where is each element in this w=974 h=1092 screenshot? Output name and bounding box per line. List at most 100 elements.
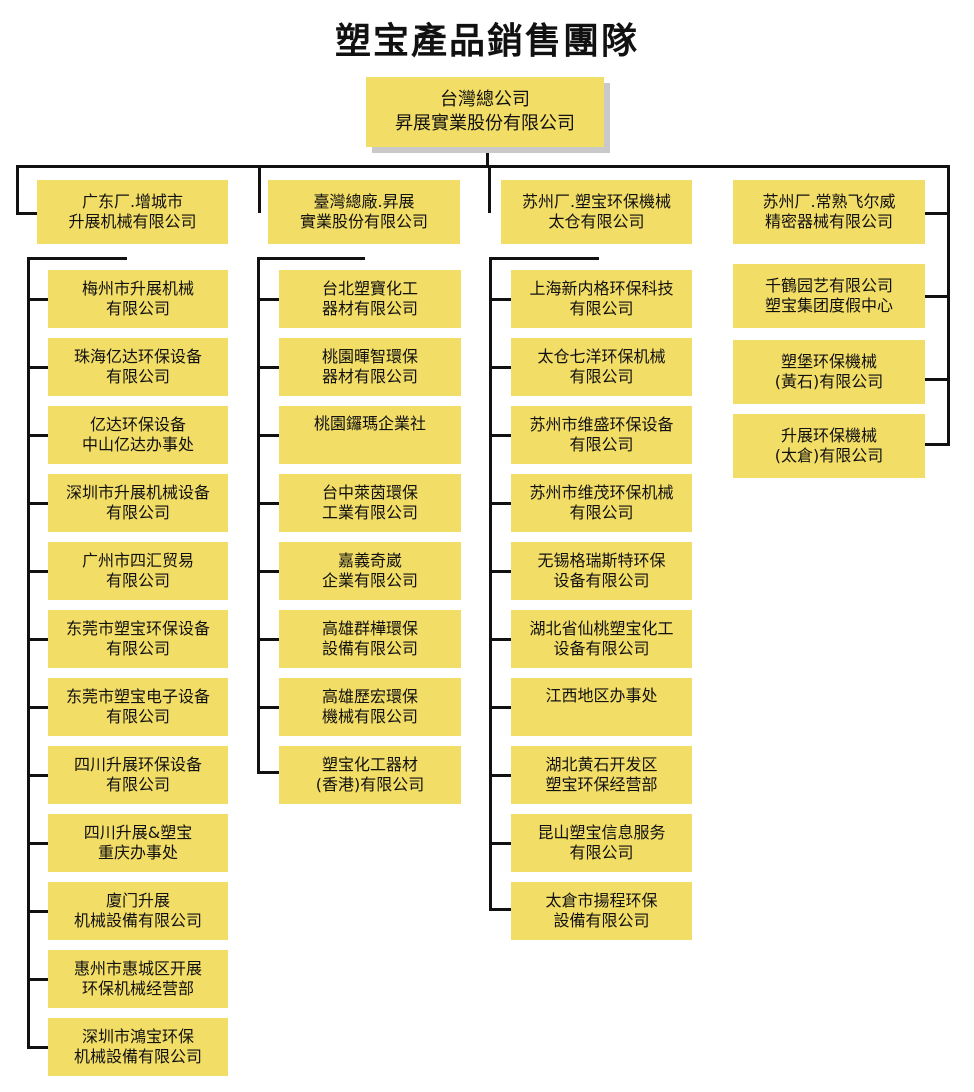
child-connector <box>257 638 279 641</box>
node-label-line2: 工業有限公司 <box>321 503 418 522</box>
node-label-line2: (香港)有限公司 <box>315 775 425 794</box>
node-label-line2: 重庆办事处 <box>97 843 178 862</box>
child-node: 塑宝化工器材 (香港)有限公司 <box>279 746 461 804</box>
node-label-line1: 深圳市升展机械设备 <box>65 483 210 502</box>
node-label-line2: 有限公司 <box>105 571 170 590</box>
node-label-line2: 塑宝集团度假中心 <box>764 296 893 315</box>
node-label-line2: 设备有限公司 <box>553 571 650 590</box>
node-label-line2: 有限公司 <box>105 775 170 794</box>
child-connector <box>257 706 279 709</box>
node-label-line1: 珠海亿达环保设备 <box>73 347 202 366</box>
node-label-line2: 环保机械经营部 <box>81 979 194 998</box>
child-node: 广州市四汇贸易 有限公司 <box>48 542 228 600</box>
child-node: 亿达环保设备 中山亿达办事处 <box>48 406 228 464</box>
child-connector <box>27 910 48 913</box>
connector-branch-2-top <box>257 257 365 260</box>
child-connector <box>27 842 48 845</box>
child-connector <box>27 298 48 301</box>
branch-node-suzhou-taicang: 苏州厂.塑宝环保機械 太仓有限公司 <box>501 180 692 244</box>
node-label-line1: 广州市四汇贸易 <box>81 551 194 570</box>
node-label-line2: 器材有限公司 <box>321 299 418 318</box>
child-node: 台中萊茵環保 工業有限公司 <box>279 474 461 532</box>
connector-root-to-branch-1 <box>16 212 38 215</box>
connector-root-left-drop <box>16 165 19 215</box>
child-node: 深圳市鴻宝环保 机械設備有限公司 <box>48 1018 228 1076</box>
node-label-line2: 设备有限公司 <box>553 639 650 658</box>
node-label-line2: 企業有限公司 <box>321 571 418 590</box>
node-label-line2: 有限公司 <box>105 299 170 318</box>
node-label-line1: 无锡格瑞斯特环保 <box>537 551 666 570</box>
node-label-line2: 中山亿达办事处 <box>81 435 194 454</box>
child-node: 嘉義奇崴 企業有限公司 <box>279 542 461 600</box>
root-node: 台灣總公司 昇展實業股份有限公司 <box>366 77 604 147</box>
connector-branch-1-top <box>27 257 127 260</box>
child-node: 苏州市维盛环保设备 有限公司 <box>511 406 692 464</box>
child-connector <box>27 570 48 573</box>
child-node: 湖北省仙桃塑宝化工 设备有限公司 <box>511 610 692 668</box>
child-node: 苏州市维茂环保机械 有限公司 <box>511 474 692 532</box>
child-connector <box>489 774 511 777</box>
branch-node-guangdong: 广东厂.增城市 升展机械有限公司 <box>37 180 228 244</box>
child-connector <box>925 443 950 446</box>
child-connector <box>925 295 950 298</box>
connector-root-down <box>486 153 489 167</box>
child-node: 惠州市惠城区开展 环保机械经营部 <box>48 950 228 1008</box>
connector-branch-3-top <box>489 257 599 260</box>
child-connector <box>27 366 48 369</box>
connector-branch-3-spine <box>489 257 492 911</box>
node-label-line2: 有限公司 <box>105 503 170 522</box>
connector-root-to-branch-3 <box>488 165 491 213</box>
node-label-line1: 苏州厂.常熟飞尔威 <box>762 192 896 211</box>
child-node: 塑堡环保機械 (黃石)有限公司 <box>733 340 925 404</box>
connector-root-to-branch-2 <box>258 165 261 213</box>
child-node: 千鶴园艺有限公司 塑宝集团度假中心 <box>733 264 925 328</box>
connector-root-horizontal <box>16 165 950 168</box>
node-label-line1: 桃園暉智環保 <box>321 347 418 366</box>
node-label-line2: 機械有限公司 <box>321 707 418 726</box>
node-label-line2: 有限公司 <box>569 435 634 454</box>
node-label-line2: 設備有限公司 <box>553 911 650 930</box>
node-label-line1: 四川升展环保设备 <box>73 755 202 774</box>
child-node: 江西地区办事处 <box>511 678 692 736</box>
child-connector <box>257 434 279 437</box>
node-label-line2: 机械設備有限公司 <box>73 911 202 930</box>
node-label-line1: 苏州市维盛环保设备 <box>529 415 674 434</box>
branch-node-suzhou-changshu: 苏州厂.常熟飞尔威 精密器械有限公司 <box>733 180 925 244</box>
node-label-line1: 亿达环保设备 <box>89 415 186 434</box>
node-label-line1: 太仓七洋环保机械 <box>537 347 666 366</box>
child-connector <box>925 378 950 381</box>
node-label-line1: 梅州市升展机械 <box>81 279 194 298</box>
child-connector <box>257 771 279 774</box>
child-node: 上海新内格环保科技 有限公司 <box>511 270 692 328</box>
child-node: 高雄歷宏環保 機械有限公司 <box>279 678 461 736</box>
node-label-line1: 太倉市揚程环保 <box>545 891 658 910</box>
node-label-line1: 桃園鑼瑪企業社 <box>313 414 426 433</box>
node-label-line2: 有限公司 <box>569 843 634 862</box>
child-connector <box>489 298 511 301</box>
node-label-line1: 四川升展&塑宝 <box>83 823 193 842</box>
node-label-line1: 深圳市鴻宝环保 <box>81 1027 194 1046</box>
node-label-line1: 湖北省仙桃塑宝化工 <box>529 619 674 638</box>
child-node: 廈门升展 机械設備有限公司 <box>48 882 228 940</box>
node-label-line2: 昇展實業股份有限公司 <box>395 113 575 134</box>
node-label-line1: 东莞市塑宝环保设备 <box>65 619 210 638</box>
child-node: 深圳市升展机械设备 有限公司 <box>48 474 228 532</box>
child-node: 太仓七洋环保机械 有限公司 <box>511 338 692 396</box>
node-label-line1: 廈门升展 <box>105 891 170 910</box>
node-label-line1: 塑宝化工器材 <box>321 755 418 774</box>
node-label-line2: (黃石)有限公司 <box>774 372 884 391</box>
page-title: 塑宝產品銷售團隊 <box>334 21 639 62</box>
child-connector <box>257 298 279 301</box>
child-node: 珠海亿达环保设备 有限公司 <box>48 338 228 396</box>
child-connector <box>27 502 48 505</box>
node-label-line1: 广东厂.增城市 <box>81 192 184 211</box>
child-connector <box>27 978 48 981</box>
connector-root-to-branch-4 <box>925 212 950 215</box>
node-label-line2: 設備有限公司 <box>321 639 418 658</box>
node-label-line2: 有限公司 <box>569 367 634 386</box>
node-label-line2: 太仓有限公司 <box>548 212 645 231</box>
node-label-line2: 有限公司 <box>569 299 634 318</box>
child-node: 桃園暉智環保 器材有限公司 <box>279 338 461 396</box>
connector-branch-1-spine <box>27 257 30 1048</box>
node-label-line1: 高雄群樺環保 <box>321 619 418 638</box>
